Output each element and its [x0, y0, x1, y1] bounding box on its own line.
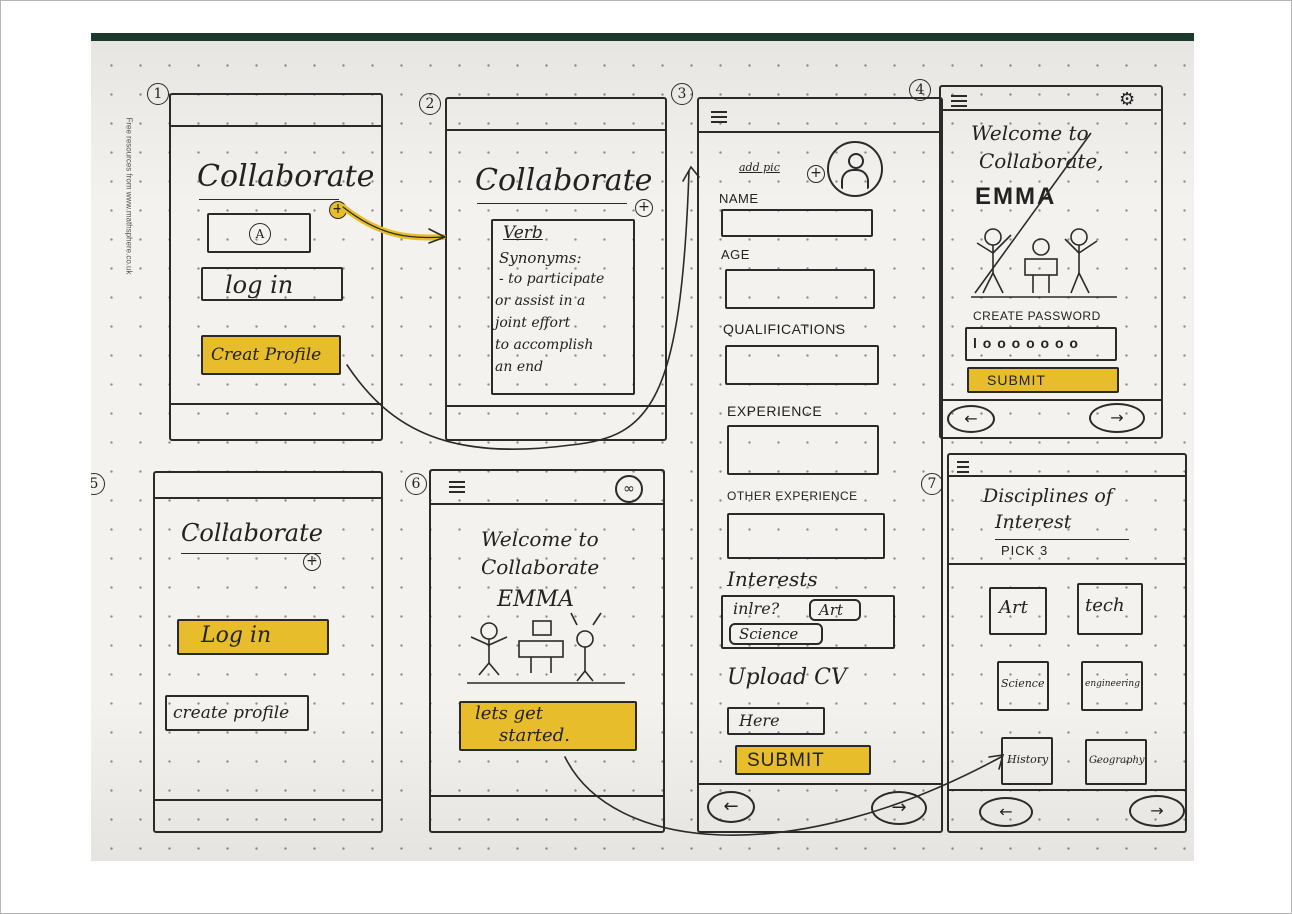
submit-button[interactable]: SUBMIT	[967, 367, 1119, 393]
other-experience-label: OTHER EXPERIENCE	[727, 489, 858, 503]
add-icon[interactable]: +	[329, 201, 347, 219]
screen-number-1: 1	[147, 83, 169, 105]
discipline-tile-engineering[interactable]: engineering	[1081, 661, 1143, 711]
settings-icon[interactable]: ⚙	[1119, 89, 1136, 110]
menu-icon[interactable]	[711, 111, 727, 123]
login-button[interactable]: Log in	[177, 619, 329, 655]
discipline-tile-science[interactable]: Science	[997, 661, 1049, 711]
app-title: Collaborate	[197, 159, 375, 194]
interests-input-text: inlre?	[733, 599, 780, 618]
screen-4: ⚙ Welcome to Collaborate, EMMA CREATE PA…	[939, 85, 1163, 439]
create-profile-button[interactable]: Creat Profile	[201, 335, 341, 375]
password-field[interactable]: l o o o o o o o	[965, 327, 1117, 361]
forward-button[interactable]: →	[1129, 795, 1185, 827]
discipline-tile-art[interactable]: Art	[989, 587, 1047, 635]
get-started-button[interactable]: lets get started.	[459, 701, 637, 751]
back-button[interactable]: ←	[707, 791, 755, 823]
left-arrow-icon: ←	[999, 802, 1013, 821]
disciplines-heading: Interest	[995, 511, 1072, 533]
user-name: EMMA	[497, 587, 574, 612]
paper-sheet: Free resources from www.mathsphere.co.uk…	[91, 41, 1194, 861]
discipline-tile-geography[interactable]: Geography	[1085, 739, 1147, 785]
screen-number-5: 5	[91, 473, 105, 495]
add-photo-icon[interactable]: +	[807, 165, 825, 183]
screen-3: add pic + NAME AGE QUALIFICATIONS EXPERI…	[697, 97, 943, 833]
definition-line: or assist in a	[495, 293, 586, 309]
upload-cv-label: Upload CV	[727, 665, 847, 690]
add-icon[interactable]: +	[303, 553, 321, 571]
sketch-photo: Free resources from www.mathsphere.co.uk…	[91, 33, 1194, 861]
age-label: AGE	[721, 247, 750, 262]
definition-line: Synonyms:	[499, 249, 582, 267]
interests-field[interactable]: inlre? Art Science	[721, 595, 895, 649]
name-field[interactable]	[721, 209, 873, 237]
back-button[interactable]: ←	[979, 797, 1033, 827]
create-password-label: CREATE PASSWORD	[973, 309, 1101, 323]
screen-number-2: 2	[419, 93, 441, 115]
pick-count-label: PICK 3	[1001, 543, 1049, 558]
screen-6: ∞ Welcome to Collaborate EMMA lets get s…	[429, 469, 665, 833]
menu-icon[interactable]	[957, 461, 969, 473]
screen-1: Collaborate + A log in Creat Profile	[169, 93, 383, 441]
menu-icon[interactable]	[951, 95, 967, 107]
create-profile-button[interactable]: create profile	[165, 695, 309, 731]
app-title: Collaborate	[181, 519, 323, 547]
left-arrow-icon: ←	[723, 796, 739, 817]
menu-icon[interactable]	[449, 481, 465, 493]
logo-placeholder: A	[207, 213, 311, 253]
welcome-text: Collaborate	[481, 555, 600, 579]
back-button[interactable]: ←	[947, 405, 995, 433]
right-arrow-icon: →	[1150, 801, 1164, 820]
login-button[interactable]: log in	[201, 267, 343, 301]
submit-button[interactable]: SUBMIT	[735, 745, 871, 775]
left-arrow-icon: ←	[964, 409, 978, 428]
screen-number-4: 4	[909, 79, 931, 101]
logo-icon: A	[249, 223, 271, 245]
screen-7: Disciplines of Interest PICK 3 Art tech …	[947, 453, 1187, 833]
screen-number-6: 6	[405, 473, 427, 495]
definition-line: - to participate	[499, 271, 605, 287]
definition-line: to accomplish	[495, 337, 594, 353]
discipline-tile-tech[interactable]: tech	[1077, 583, 1143, 635]
other-experience-field[interactable]	[727, 513, 885, 559]
screen-5: Collaborate + Log in create profile	[153, 471, 383, 833]
welcome-text: Welcome to	[971, 121, 1089, 145]
forward-button[interactable]: →	[871, 791, 927, 825]
screen-number-3: 3	[671, 83, 693, 105]
right-arrow-icon: →	[1110, 408, 1124, 427]
right-arrow-icon: →	[891, 797, 907, 818]
interests-label: Interests	[727, 567, 818, 591]
add-icon[interactable]: +	[635, 199, 653, 217]
interest-tag-science[interactable]: Science	[729, 623, 823, 645]
watermark-text: Free resources from www.mathsphere.co.uk	[124, 117, 134, 275]
disciplines-heading: Disciplines of	[983, 485, 1113, 507]
screen-number-7: 7	[921, 473, 943, 495]
settings-icon[interactable]: ∞	[615, 475, 643, 503]
name-label: NAME	[719, 191, 759, 206]
definition-card: Verb Synonyms: - to participate or assis…	[491, 219, 635, 395]
avatar-icon[interactable]	[827, 141, 883, 197]
welcome-text: Welcome to	[481, 527, 599, 551]
app-title: Collaborate	[475, 163, 653, 198]
definition-line: joint effort	[495, 315, 571, 331]
definition-heading: Verb	[503, 223, 543, 243]
qualifications-label: QUALIFICATIONS	[723, 321, 846, 337]
upload-cv-button[interactable]: Here	[727, 707, 825, 735]
discipline-tile-history[interactable]: History	[1001, 737, 1053, 785]
interest-tag-art[interactable]: Art	[809, 599, 861, 621]
qualifications-field[interactable]	[725, 345, 879, 385]
welcome-text: Collaborate,	[979, 149, 1104, 173]
experience-label: EXPERIENCE	[727, 403, 823, 419]
forward-button[interactable]: →	[1089, 403, 1145, 433]
definition-line: an end	[495, 359, 544, 375]
age-field[interactable]	[725, 269, 875, 309]
screen-2: Collaborate + Verb Synonyms: - to partic…	[445, 97, 667, 441]
experience-field[interactable]	[727, 425, 879, 475]
user-name: EMMA	[975, 183, 1057, 210]
add-photo-label[interactable]: add pic	[739, 161, 780, 174]
